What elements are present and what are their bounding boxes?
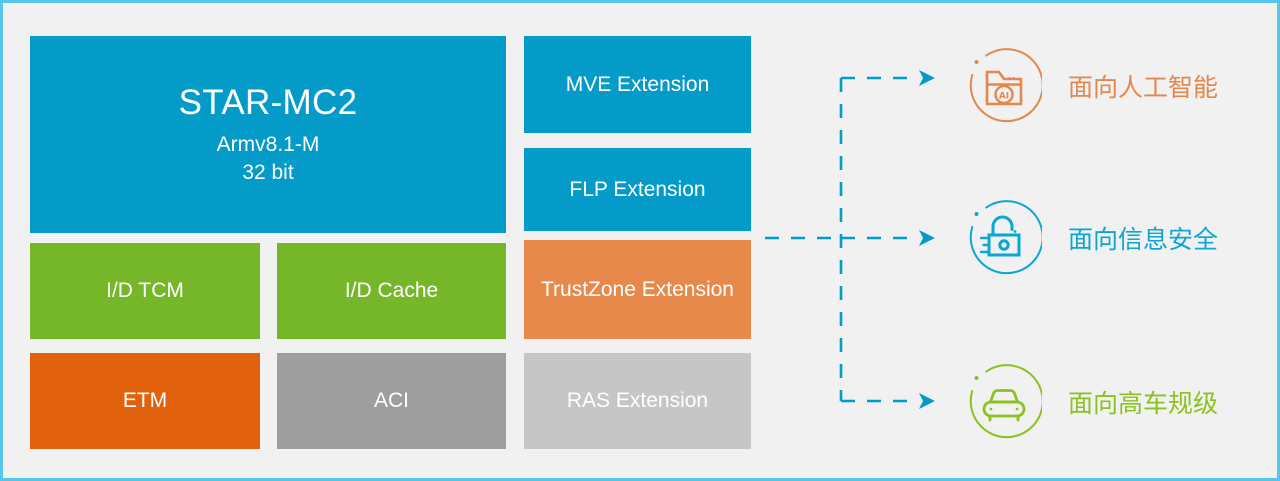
block-label: TrustZone Extension (541, 277, 734, 301)
core-architecture: Armv8.1-M (216, 132, 320, 156)
core-name: STAR-MC2 (178, 83, 358, 123)
security-ring (966, 200, 1044, 276)
feature-security: 面向信息安全 (966, 200, 1218, 276)
block-label: ETM (122, 389, 168, 413)
block-label: I/D Cache (344, 279, 439, 303)
car-icon (969, 364, 1044, 439)
block-label: ACI (373, 389, 409, 413)
feature-label-ai: 面向人工智能 (1068, 73, 1219, 102)
block-id-cache: I/D Cache (277, 243, 506, 339)
block-label: RAS Extension (566, 389, 709, 413)
arrowhead-ai (919, 70, 935, 86)
feature-label-security: 面向信息安全 (1068, 225, 1219, 254)
core-bits: 32 bit (242, 160, 294, 184)
arrowhead-auto (919, 393, 935, 409)
automotive-ring (966, 364, 1044, 440)
block-mve-extension: MVE Extension (524, 36, 751, 133)
ai-ring: AI (966, 48, 1044, 124)
block-label: I/D TCM (106, 279, 184, 303)
arrowhead-security (919, 230, 935, 246)
block-label: FLP Extension (569, 177, 706, 201)
feature-automotive: 面向高车规级 (966, 364, 1218, 440)
block-ras-extension: RAS Extension (524, 353, 751, 449)
feature-label-automotive: 面向高车规级 (1068, 389, 1219, 418)
block-etm: ETM (30, 353, 260, 449)
feature-ai: AI 面向人工智能 (966, 48, 1218, 124)
block-id-tcm: I/D TCM (30, 243, 260, 339)
core-block: STAR-MC2 Armv8.1-M 32 bit (30, 36, 506, 233)
ai-folder-icon: AI (969, 48, 1044, 123)
block-aci: ACI (277, 353, 506, 449)
padlock-icon (969, 200, 1044, 275)
block-trustzone-extension: TrustZone Extension (524, 240, 751, 339)
block-flp-extension: FLP Extension (524, 148, 751, 231)
svg-text:AI: AI (999, 92, 1009, 102)
block-label: MVE Extension (565, 72, 710, 96)
